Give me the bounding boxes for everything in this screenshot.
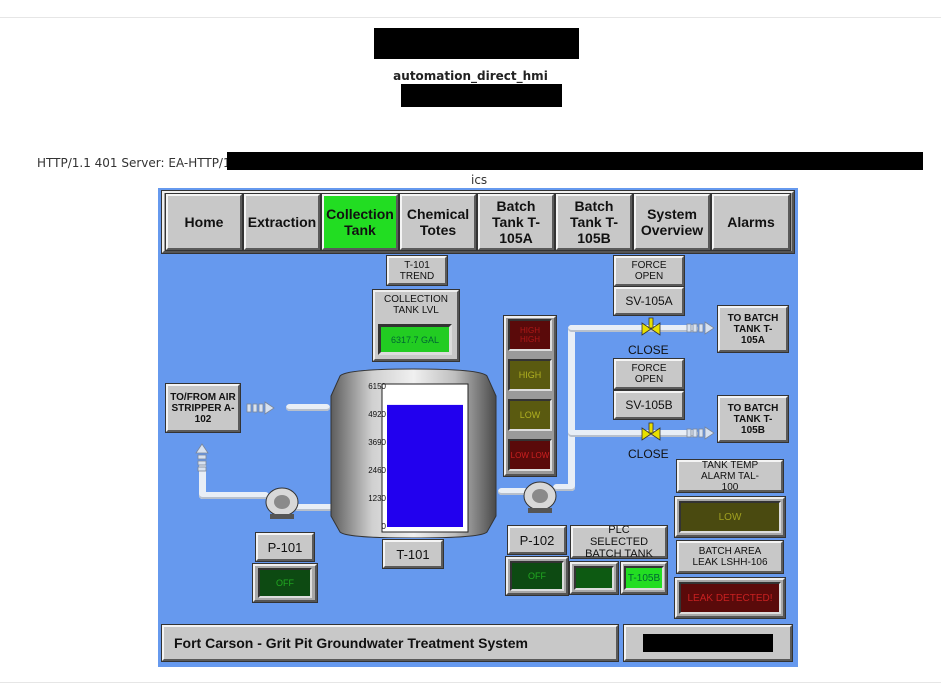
redacted-title (374, 28, 579, 59)
nav-batch-tank-b[interactable]: Batch Tank T-105B (555, 193, 633, 251)
tank-temp-alarm-label: TANK TEMP ALARM TAL-100 (676, 459, 784, 493)
plc-selected-value: T-105B (624, 566, 664, 590)
to-batch-tank-b-button[interactable]: TO BATCH TANK T-105B (717, 395, 789, 443)
level-switch-low-low: LOW LOW (508, 439, 552, 471)
tank-scale-tick: 2460 (368, 466, 386, 475)
flow-arrow-icon (686, 426, 715, 440)
tank-scale-tick: 3690 (368, 438, 386, 447)
nav-alarms[interactable]: Alarms (711, 193, 791, 251)
pump-p102-tag: P-102 (507, 525, 567, 555)
collection-tank-level-value: 6317.7 GAL (378, 324, 452, 355)
pipe-tank-to-p102 (498, 488, 528, 495)
sv105a-state: CLOSE (628, 343, 669, 357)
pipe-p102-out (553, 484, 575, 491)
pump-p101-status: OFF (258, 568, 312, 598)
nav-chemical-totes[interactable]: Chemical Totes (399, 193, 477, 251)
batch-area-leak-status: LEAK DETECTED! (679, 582, 781, 614)
tank-scale-tick: 0 (381, 522, 386, 531)
pipe-air-stripper (286, 404, 330, 411)
redacted-subtitle (401, 84, 562, 107)
valve-icon (641, 422, 661, 441)
pipe-sv105a-out (658, 325, 698, 332)
page-title: automation_direct_hmi (393, 69, 548, 83)
level-switch-high: HIGH (508, 359, 552, 391)
nav-system-overview[interactable]: System Overview (633, 193, 711, 251)
pipe-to-sv105a (568, 325, 688, 332)
nav-extraction[interactable]: Extraction (243, 193, 321, 251)
level-switch-high-high: HIGH HIGH (508, 319, 552, 351)
to-batch-tank-a-button[interactable]: TO BATCH TANK T-105A (717, 305, 789, 353)
pump-icon (523, 481, 557, 513)
tank-scale-tick: 4920 (368, 410, 386, 419)
pipe-p101-vertical (199, 463, 206, 499)
redacted-banner (227, 152, 923, 170)
pipe-p102-riser (568, 325, 575, 491)
flow-arrow-icon (195, 443, 209, 472)
nav-home[interactable]: Home (165, 193, 243, 251)
top-divider (0, 17, 941, 18)
pipe-p101-to-tank (294, 504, 334, 511)
pump-p102-status: OFF (510, 561, 564, 591)
tank-scale-tick: 1230 (368, 494, 386, 503)
collection-tank-level-label: COLLECTION TANK LVL (384, 294, 448, 316)
sv105a-force-open-button[interactable]: FORCE OPEN (613, 255, 685, 287)
tank-temp-alarm-status: LOW (679, 501, 781, 533)
sv105a-tag: SV-105A (613, 286, 685, 316)
t101-trend-button[interactable]: T-101 TREND (386, 255, 448, 286)
level-switch-low: LOW (508, 399, 552, 431)
valve-icon (641, 317, 661, 336)
pipe-to-sv105b (568, 430, 698, 437)
banner-suffix: ics (471, 173, 488, 187)
pipe-p101-horizontal (199, 492, 269, 499)
flow-arrow-icon (686, 321, 715, 335)
bottom-divider (0, 682, 941, 683)
collection-tank-vessel (330, 368, 497, 538)
tank-t101-label: T-101 (382, 539, 444, 569)
plc-selected-t105a-lamp (574, 566, 614, 590)
nav-collection-tank[interactable]: Collection Tank (321, 193, 399, 251)
flow-arrow-icon (246, 401, 275, 415)
sv105b-force-open-button[interactable]: FORCE OPEN (613, 358, 685, 390)
plc-selected-batch-tank-label: PLC SELECTED BATCH TANK (570, 524, 668, 560)
sv105b-state: CLOSE (628, 447, 669, 461)
tank-scale-tick: 6150 (368, 382, 386, 391)
hmi-footer-title: Fort Carson - Grit Pit Groundwater Treat… (161, 624, 619, 662)
http-response-line: HTTP/1.1 401 Server: EA-HTTP/1.0 (37, 156, 243, 170)
hmi-footer-clock (623, 624, 793, 662)
air-stripper-button[interactable]: TO/FROM AIR STRIPPER A-102 (165, 383, 241, 433)
sv105b-tag: SV-105B (613, 390, 685, 420)
redacted-clock (643, 634, 773, 652)
nav-batch-tank-a[interactable]: Batch Tank T-105A (477, 193, 555, 251)
tank-scale: 6150 4920 3690 2460 1230 0 (358, 382, 386, 531)
pump-icon (265, 487, 299, 519)
batch-area-leak-label: BATCH AREA LEAK LSHH-106 (676, 540, 784, 574)
hmi-screenshot: Home Extraction Collection Tank Chemical… (158, 188, 798, 667)
pump-p101-tag: P-101 (255, 532, 315, 562)
